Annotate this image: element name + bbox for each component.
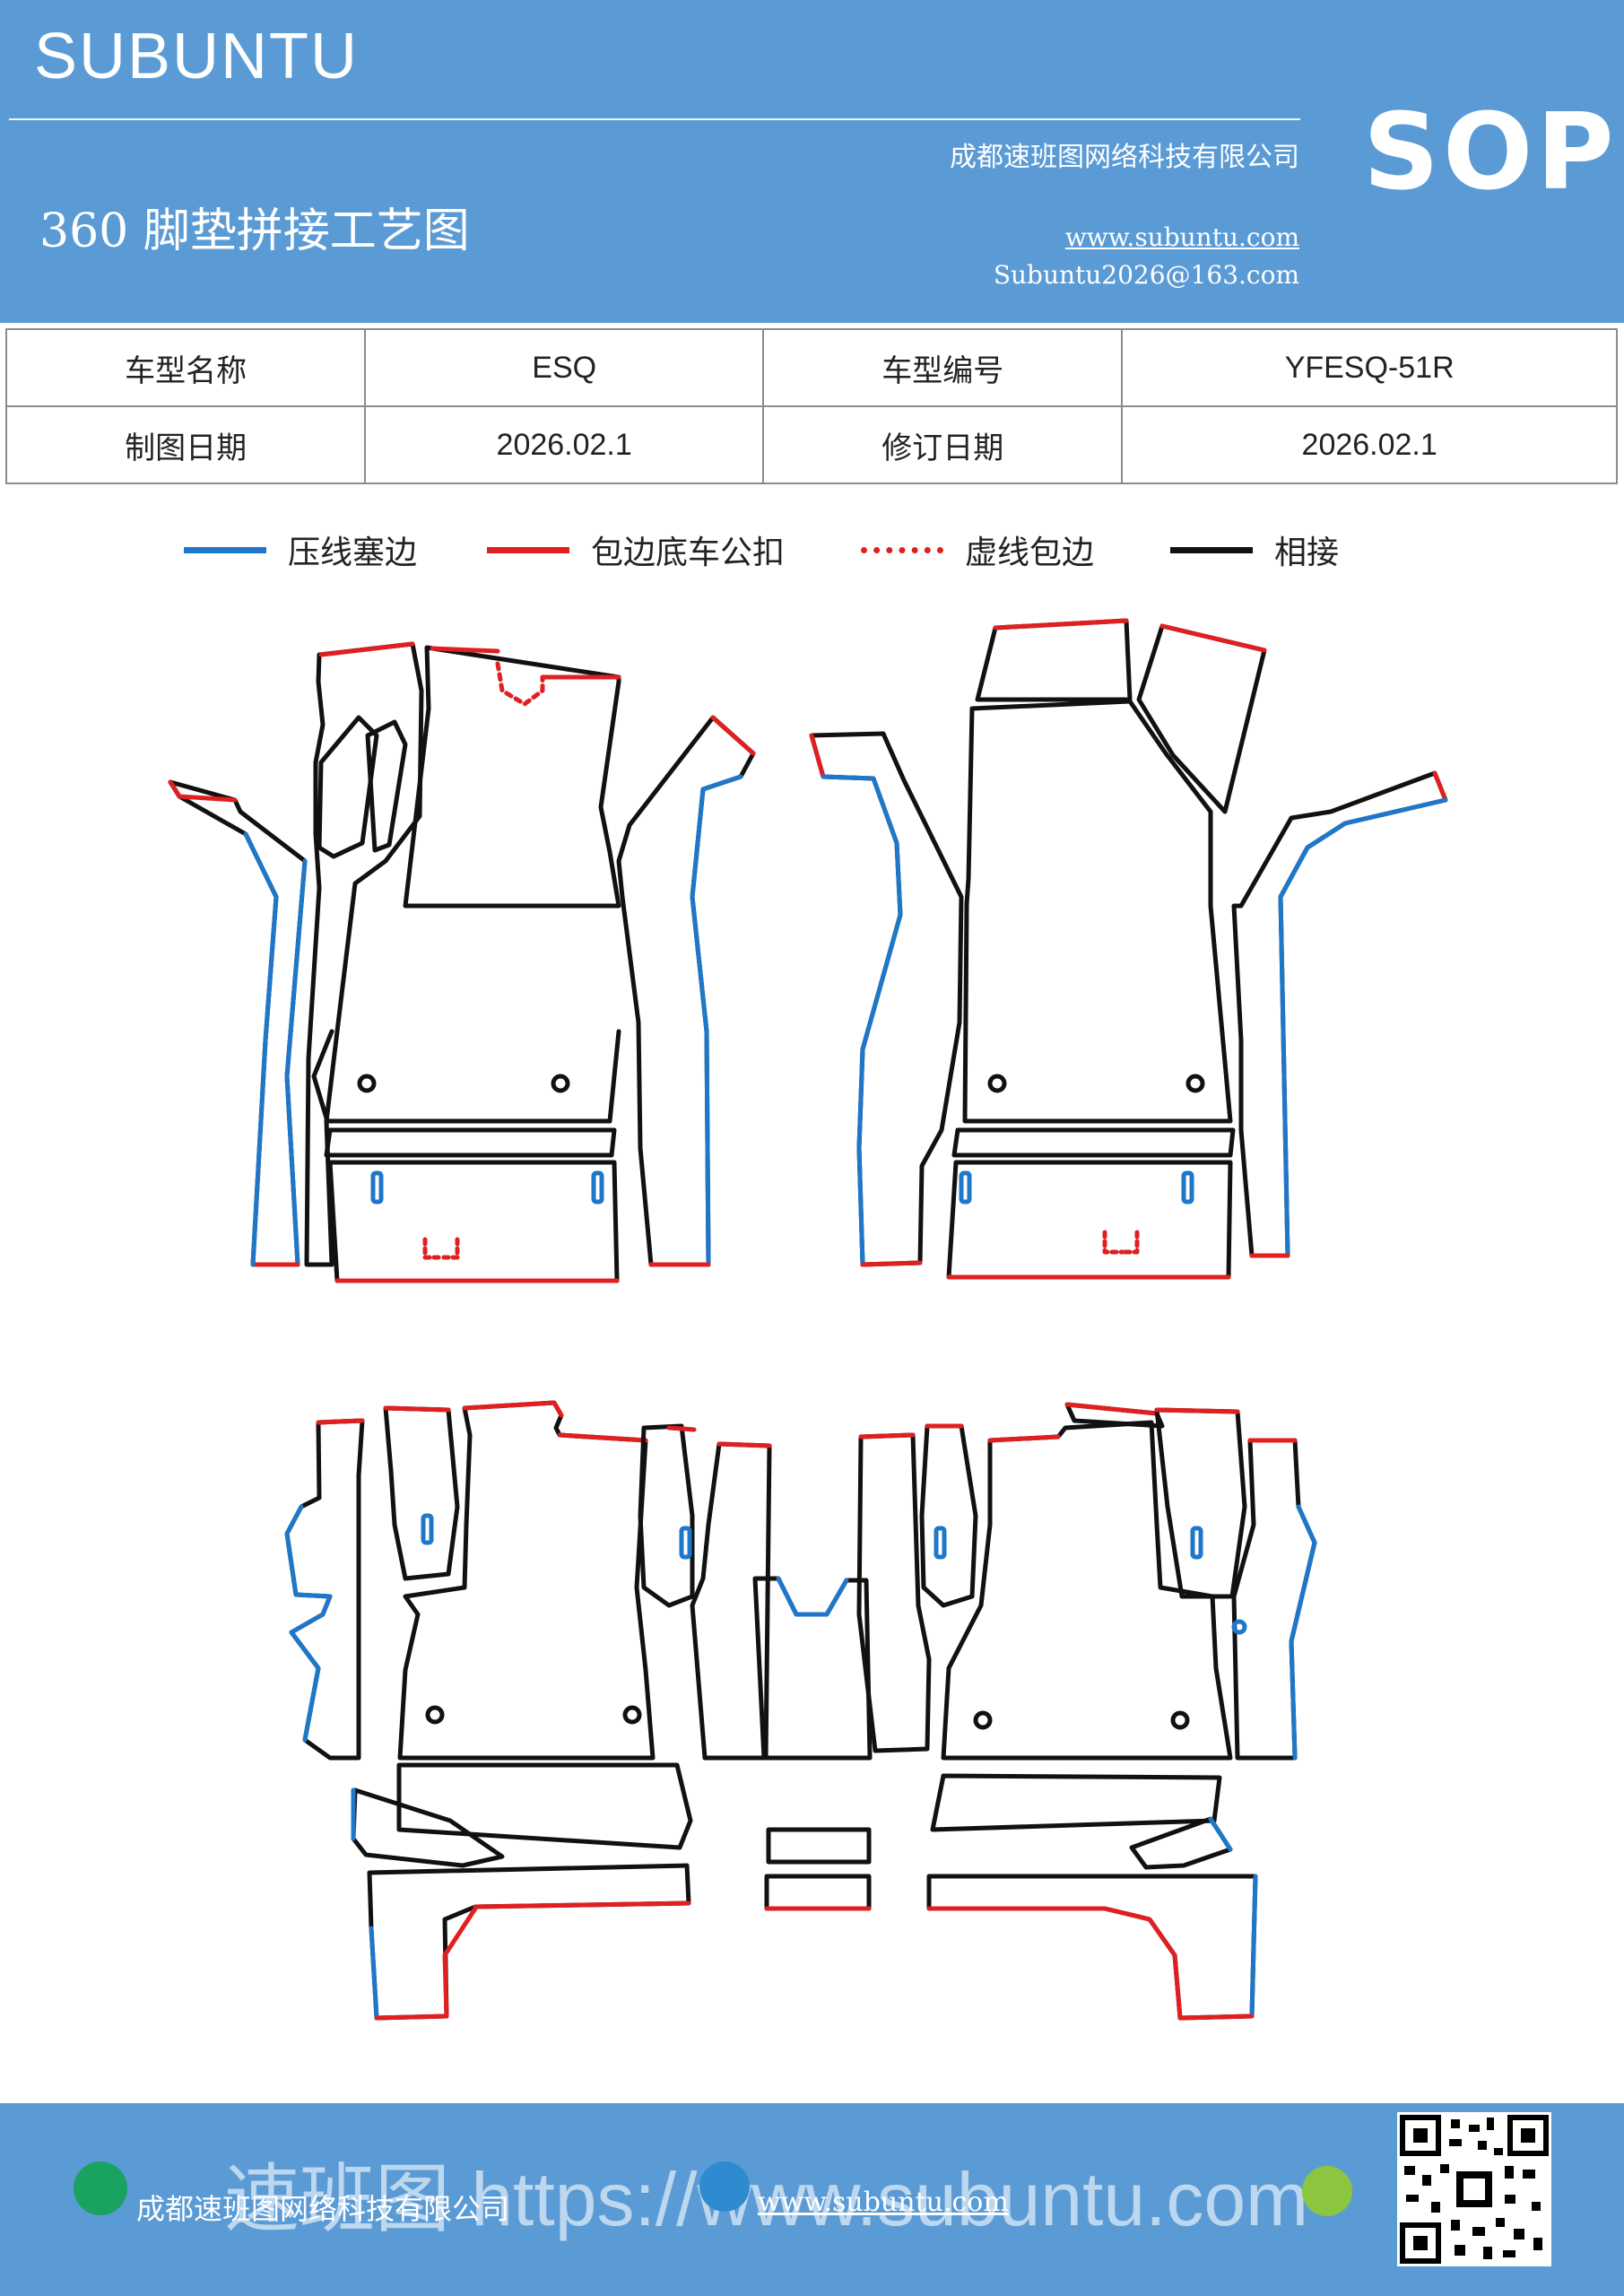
- legend-label: 虚线包边: [965, 535, 1095, 571]
- footer-banner: [0, 2103, 1624, 2296]
- globe-icon: [699, 2161, 750, 2212]
- table-row: 制图日期 2026.02.1 修订日期 2026.02.1: [4, 405, 1618, 484]
- building-icon: [74, 2161, 127, 2215]
- legend-swatch: [861, 546, 943, 553]
- website-link[interactable]: www.subuntu.com: [1064, 222, 1299, 252]
- model-code-value: YFESQ-51R: [1121, 328, 1618, 407]
- wechat-icon: [1302, 2166, 1352, 2216]
- revision-date-label: 修订日期: [762, 405, 1124, 484]
- company-name: 成都速班图网络科技有限公司: [950, 142, 1299, 173]
- front-left-mat-group: [168, 641, 756, 1283]
- qr-code[interactable]: [1397, 2112, 1551, 2266]
- legend-label: 压线塞边: [288, 535, 418, 571]
- legend-item-edge-binding: 包边底车公扣: [487, 527, 785, 572]
- draw-date-label: 制图日期: [4, 405, 367, 484]
- header-divider: [9, 118, 1300, 120]
- qr-code-icon: [1400, 2115, 1549, 2264]
- model-code-label: 车型编号: [762, 328, 1124, 407]
- legend-label: 相接: [1274, 535, 1340, 571]
- legend-item-press-line: 压线塞边: [184, 527, 417, 572]
- table-row: 车型名称 ESQ 车型编号 YFESQ-51R: [4, 328, 1618, 407]
- email-address: Subuntu2026@163.com: [993, 260, 1299, 290]
- legend-label: 包边底车公扣: [591, 535, 786, 571]
- legend-swatch: [487, 546, 569, 553]
- front-right-mat-group: [809, 618, 1448, 1280]
- sop-badge: SOP: [1363, 90, 1618, 213]
- watermark-text: 速班图 https://www.subuntu.com: [224, 2157, 1309, 2241]
- legend-swatch: [1170, 546, 1253, 553]
- page-title: 360 脚垫拼接工艺图: [39, 204, 470, 258]
- legend-item-dashed-binding: 虚线包边: [861, 527, 1094, 572]
- legend-item-joined: 相接: [1170, 527, 1339, 572]
- header-banner: [0, 0, 1624, 323]
- model-name-label: 车型名称: [4, 328, 367, 407]
- model-name-value: ESQ: [364, 328, 765, 407]
- footer-website-link[interactable]: www.subuntu.com: [758, 2187, 1009, 2218]
- footer-company-name: 成都速班图网络科技有限公司: [136, 2192, 510, 2226]
- legend-swatch: [184, 546, 266, 553]
- revision-date-value: 2026.02.1: [1121, 405, 1618, 484]
- brand-logo: SUBUNTU: [34, 21, 360, 92]
- draw-date-value: 2026.02.1: [364, 405, 765, 484]
- vehicle-info-table: 车型名称 ESQ 车型编号 YFESQ-51R 制图日期 2026.02.1 修…: [4, 328, 1618, 484]
- rear-mat-group: [284, 1400, 1317, 2021]
